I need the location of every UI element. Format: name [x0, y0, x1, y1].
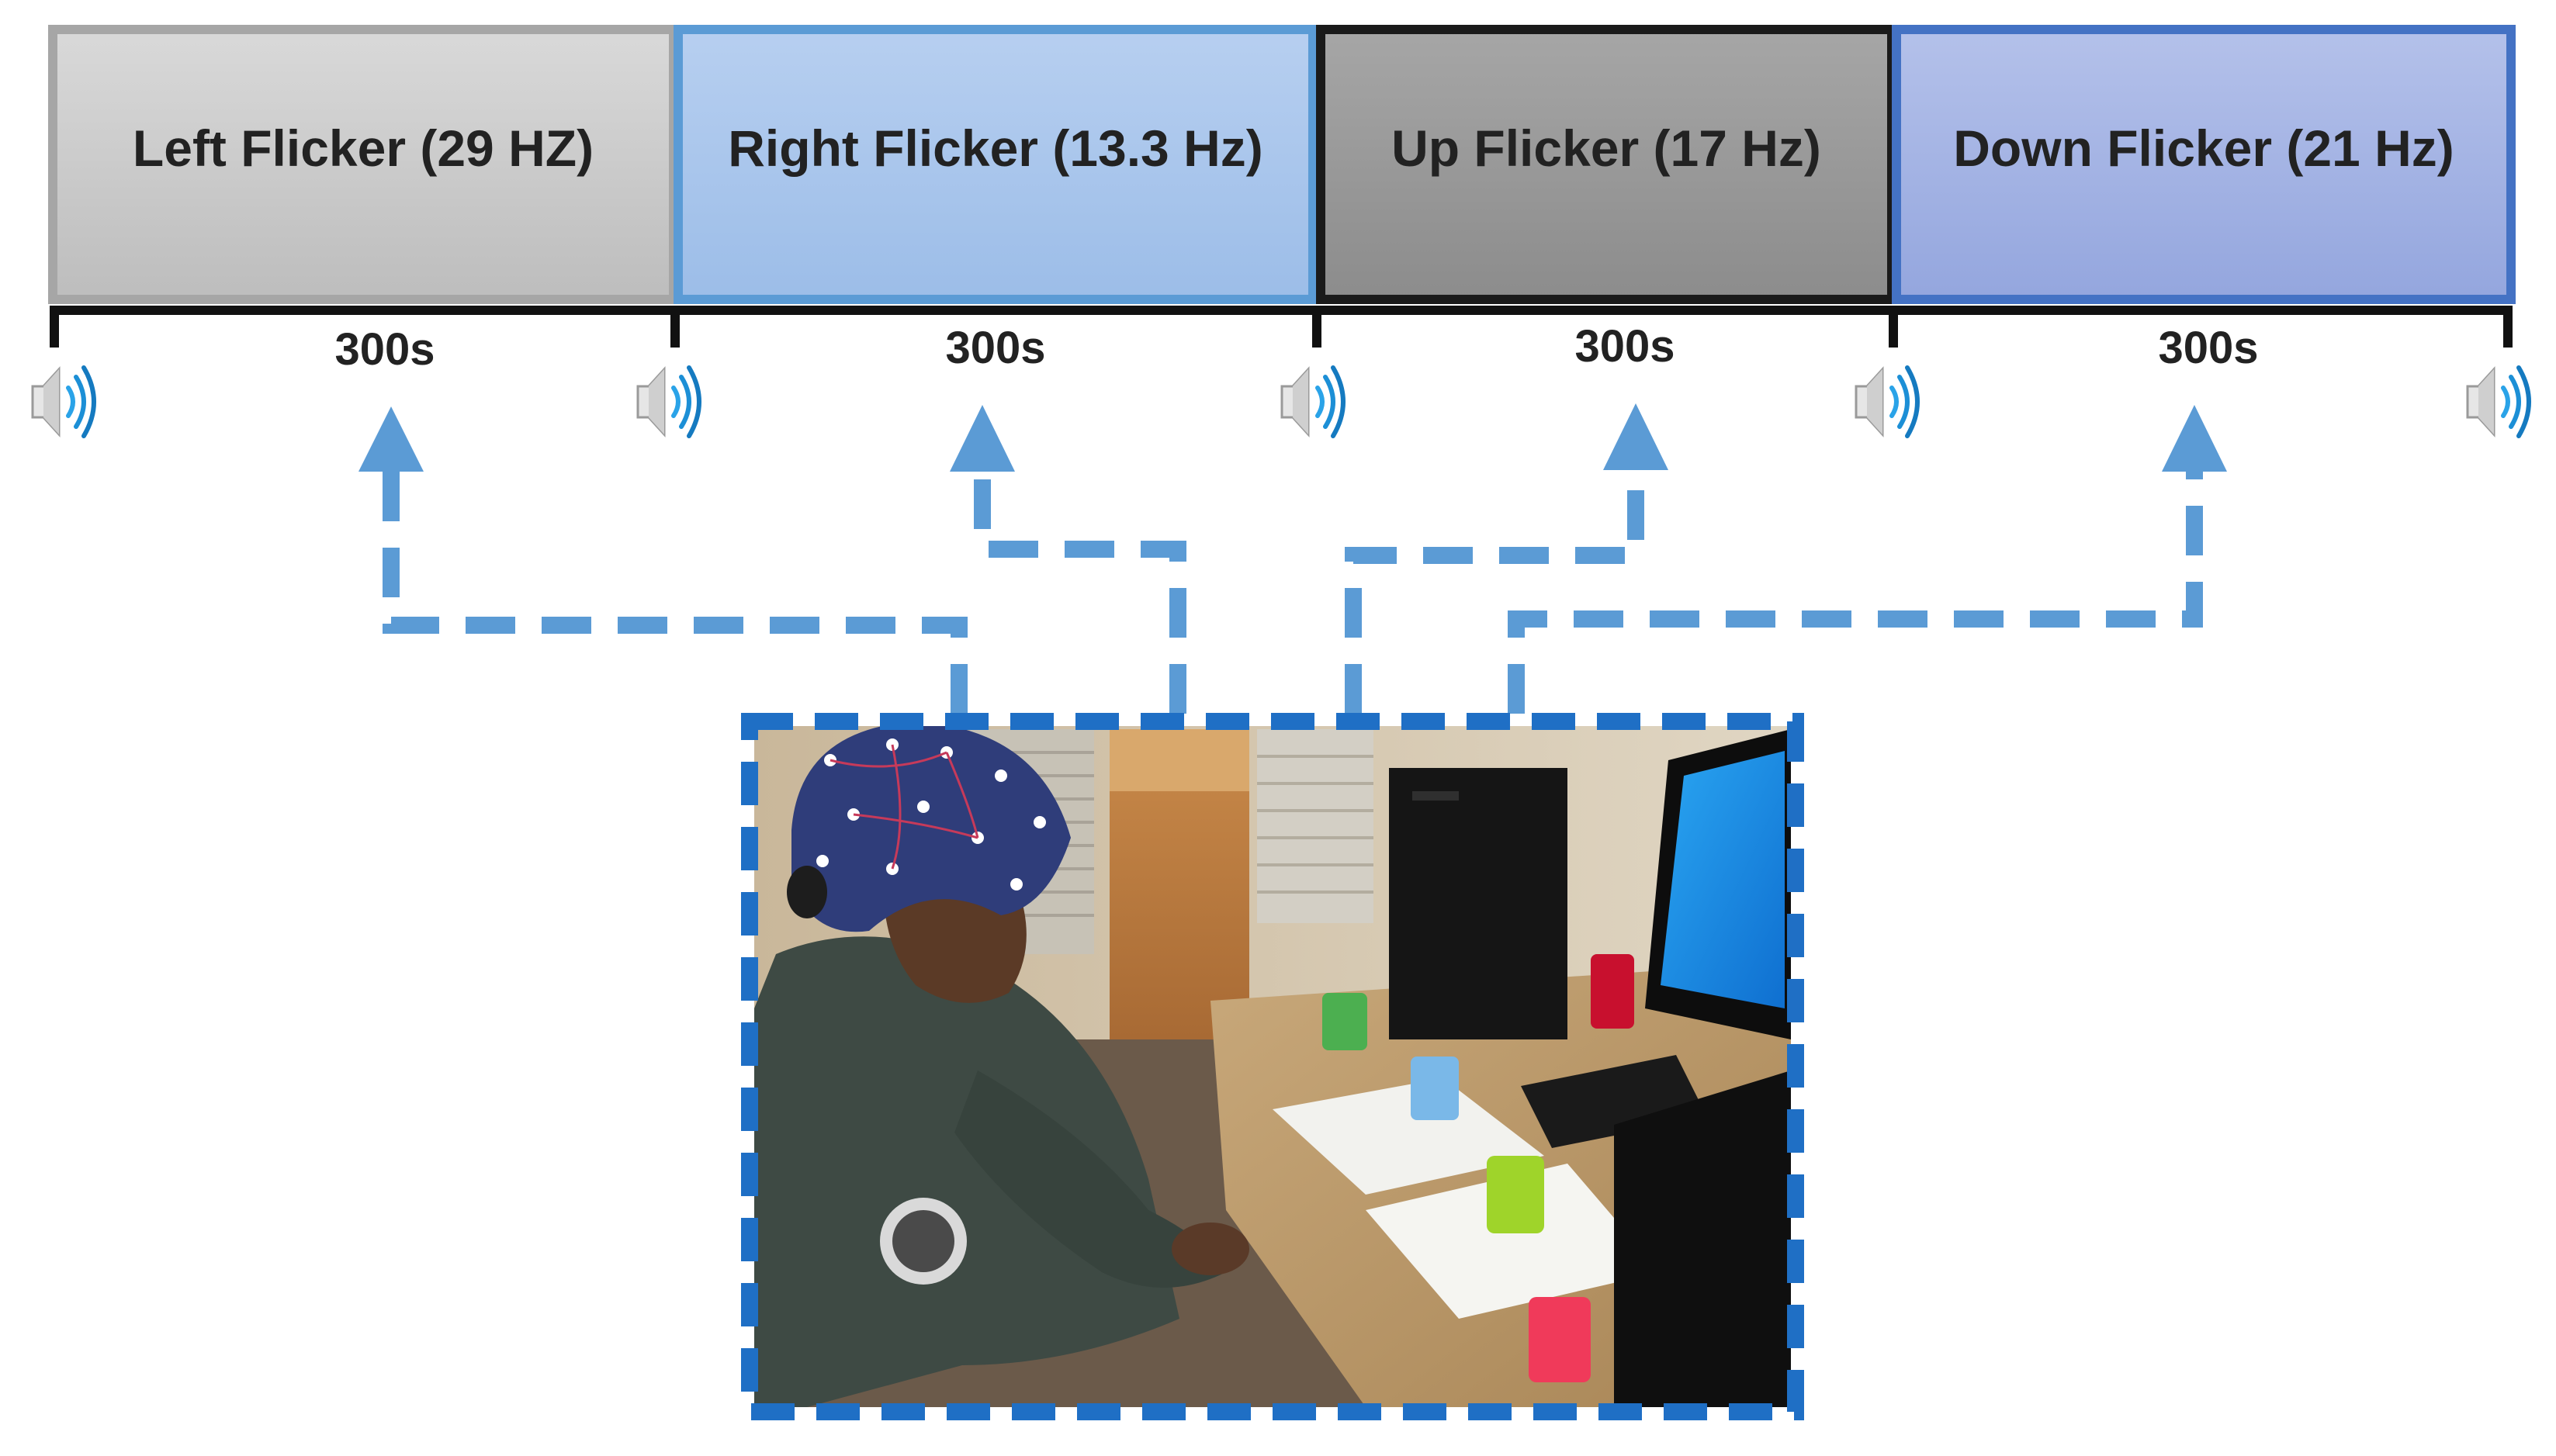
dashed-arrow-down: [1508, 462, 2203, 714]
speaker-icon: [1282, 368, 1343, 436]
speaker-icon: [2468, 368, 2529, 436]
speaker-icon: [1856, 368, 1917, 436]
duration-label-right: 300s: [945, 323, 1045, 373]
dashed-arrow-up: [1345, 462, 1644, 714]
block-label-up: Up Flicker (17 Hz): [1391, 119, 1821, 177]
duration-label-left: 300s: [334, 324, 435, 375]
photo-frame: [741, 713, 1804, 1420]
participant-photo: [741, 713, 1804, 1420]
duration-label-up: 300s: [1574, 321, 1675, 372]
arrowhead-right: [950, 405, 1015, 472]
speaker-icon: [638, 368, 699, 436]
dashed-arrow-right: [974, 462, 1186, 714]
duration-label-down: 300s: [2158, 323, 2258, 373]
stimulus-block-up: Up Flicker (17 Hz): [1316, 25, 1896, 304]
arrowhead-up: [1603, 403, 1668, 470]
arrowhead-left: [358, 406, 424, 472]
speaker-icon: [33, 368, 94, 436]
stimulus-block-down: Down Flicker (21 Hz): [1892, 25, 2516, 304]
stimulus-block-right: Right Flicker (13.3 Hz): [674, 25, 1318, 304]
block-label-right: Right Flicker (13.3 Hz): [728, 119, 1263, 177]
time-axis: [50, 306, 2513, 348]
block-label-down: Down Flicker (21 Hz): [1953, 119, 2454, 177]
dashed-arrow-left: [383, 462, 968, 714]
block-label-left: Left Flicker (29 HZ): [133, 119, 594, 177]
stimulus-block-left: Left Flicker (29 HZ): [48, 25, 678, 304]
arrowhead-down: [2162, 405, 2227, 472]
